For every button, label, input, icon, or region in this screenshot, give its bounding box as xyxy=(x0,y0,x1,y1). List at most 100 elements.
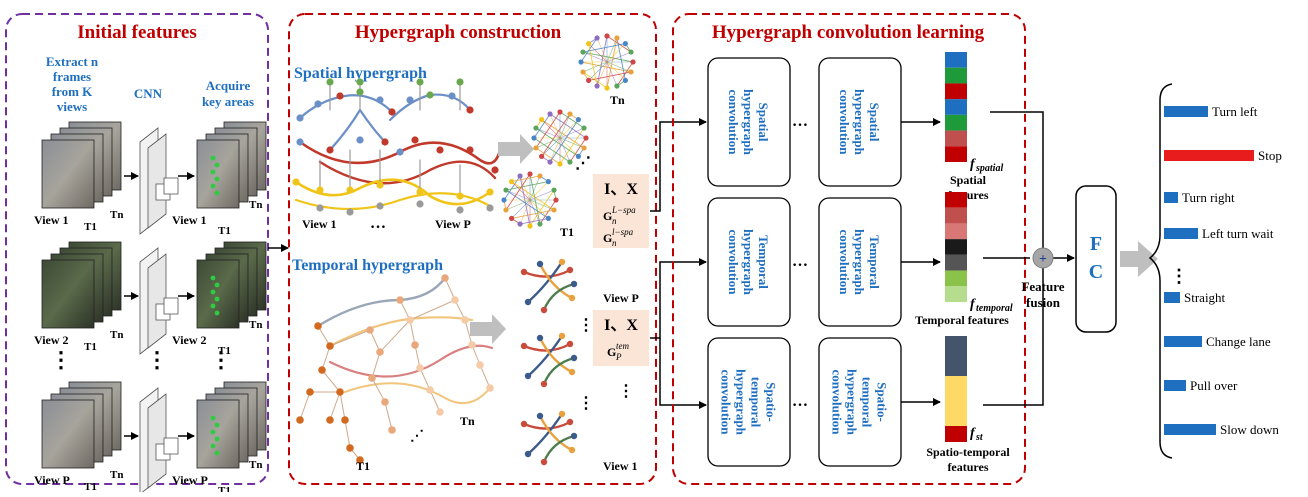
hyperedge-curve xyxy=(328,107,387,152)
output-t1-label: T1 xyxy=(218,345,231,357)
output-class-bar xyxy=(1164,228,1198,239)
temporal-link xyxy=(317,325,331,347)
hypergraph-node xyxy=(336,92,344,100)
output-class: Stop xyxy=(1164,148,1282,163)
temporal-link xyxy=(339,391,346,421)
temporal-link xyxy=(479,364,491,389)
temporal-input-box xyxy=(593,310,649,366)
temporal-link xyxy=(329,329,371,347)
output-brace xyxy=(1148,83,1173,459)
keypoint-marker xyxy=(214,310,220,316)
fusion-node xyxy=(1032,247,1054,269)
temporal-node xyxy=(486,384,494,392)
output-tn-label: Tn xyxy=(249,319,262,331)
keypoint-marker xyxy=(210,429,216,435)
svg-text:G: G xyxy=(603,209,612,223)
feature-label: Spatial xyxy=(950,173,987,187)
svg-text:hypergraph: hypergraph xyxy=(845,369,860,436)
keypoint-marker xyxy=(210,183,216,189)
spatial-view1-label: View 1 xyxy=(302,217,337,231)
hypergraph-node xyxy=(346,208,354,216)
feature-label: Temporal features xyxy=(915,313,1009,327)
temporal-link xyxy=(419,367,431,391)
keypoint-marker xyxy=(210,169,216,175)
temporal-node xyxy=(441,274,449,282)
output-class-label: Turn left xyxy=(1212,104,1258,119)
svg-text:Spatial: Spatial xyxy=(756,102,771,141)
conv-dots: … xyxy=(792,253,808,270)
hypergraph-node xyxy=(296,114,304,122)
col-cnn: CNN xyxy=(134,86,163,101)
learning-row: Temporalhypergraphconvolution…Temporalhy… xyxy=(707,192,1013,327)
temporal-node xyxy=(406,316,414,324)
hyperedge-curve xyxy=(294,178,492,206)
temporal-node xyxy=(326,416,334,424)
temporal-link xyxy=(369,329,381,353)
hyperedge-circle-graph xyxy=(531,109,589,167)
circles-tn-label: Tn xyxy=(610,93,625,107)
learning-row: Spatialhypergraphconvolution…Spatialhype… xyxy=(707,52,1003,202)
temporal-link xyxy=(371,377,386,403)
hypergraph-node xyxy=(466,106,474,114)
keypoint-marker xyxy=(210,303,216,309)
hypergraph-node xyxy=(448,92,456,100)
hypergraph-node xyxy=(376,181,384,189)
temporal-hyperedge-stars xyxy=(520,258,578,466)
hyperedge-star-graph xyxy=(520,410,578,466)
hypergraph-node xyxy=(376,202,384,210)
hypergraph-node xyxy=(456,192,464,200)
hypergraph-node xyxy=(316,186,324,194)
hypergraph-node xyxy=(296,138,304,146)
panel-initial-border xyxy=(5,13,269,485)
output-tn-label: Tn xyxy=(249,199,262,211)
temporal-link xyxy=(409,319,416,346)
svg-text:Spatio-: Spatio- xyxy=(875,382,890,422)
temporal-hyperedge xyxy=(328,316,474,348)
hypergraph-node xyxy=(436,146,444,154)
output-class-label: Change lane xyxy=(1206,334,1271,349)
temporal-node xyxy=(341,416,349,424)
temporal-node xyxy=(314,322,322,330)
svg-text:G: G xyxy=(607,345,616,359)
stars-viewp-label: View P xyxy=(603,291,639,305)
keypoint-marker xyxy=(214,190,220,196)
hyperedge-curve xyxy=(318,160,497,185)
hyperedge-curve xyxy=(319,149,461,197)
hypergraph-node xyxy=(491,166,499,174)
input-tn-label: Tn xyxy=(110,209,123,221)
g-spa-L-label: G L−spa n xyxy=(603,205,636,226)
svg-text:st: st xyxy=(975,432,984,443)
fusion-plus-icon: + xyxy=(1039,252,1047,267)
svg-text:f: f xyxy=(970,426,976,441)
svg-text:convolution: convolution xyxy=(830,369,845,435)
temporal-hypergraph-label: Temporal hypergraph xyxy=(292,257,443,274)
stars-view1-label: View 1 xyxy=(603,459,638,473)
hypergraph-node xyxy=(416,78,424,86)
temporal-link xyxy=(429,389,441,413)
keypoint-marker xyxy=(214,422,220,428)
stars-ellipsis-2: ⋮ xyxy=(578,395,594,412)
temporal-link xyxy=(414,344,421,369)
temporal-node xyxy=(346,444,354,452)
temporal-node xyxy=(356,456,364,464)
svg-text:convolution: convolution xyxy=(726,89,741,155)
temporal-link xyxy=(321,369,341,393)
output-class-label: Left turn wait xyxy=(1202,226,1274,241)
input-view-label: View 1 xyxy=(34,213,69,227)
hyperedge-curve xyxy=(329,81,461,111)
output-class-bar xyxy=(1164,192,1178,203)
hypergraph-node xyxy=(314,100,322,108)
hypergraph-node xyxy=(326,146,334,154)
temporal-node xyxy=(336,388,344,396)
hypergraph-node xyxy=(396,148,404,156)
temporal-node xyxy=(326,342,334,350)
temporal-node xyxy=(468,341,476,349)
temporal-link xyxy=(464,319,473,346)
svg-text:tem: tem xyxy=(616,341,629,351)
svg-text:convolution: convolution xyxy=(726,229,741,295)
spatial-ix-label: I、X xyxy=(604,181,638,198)
